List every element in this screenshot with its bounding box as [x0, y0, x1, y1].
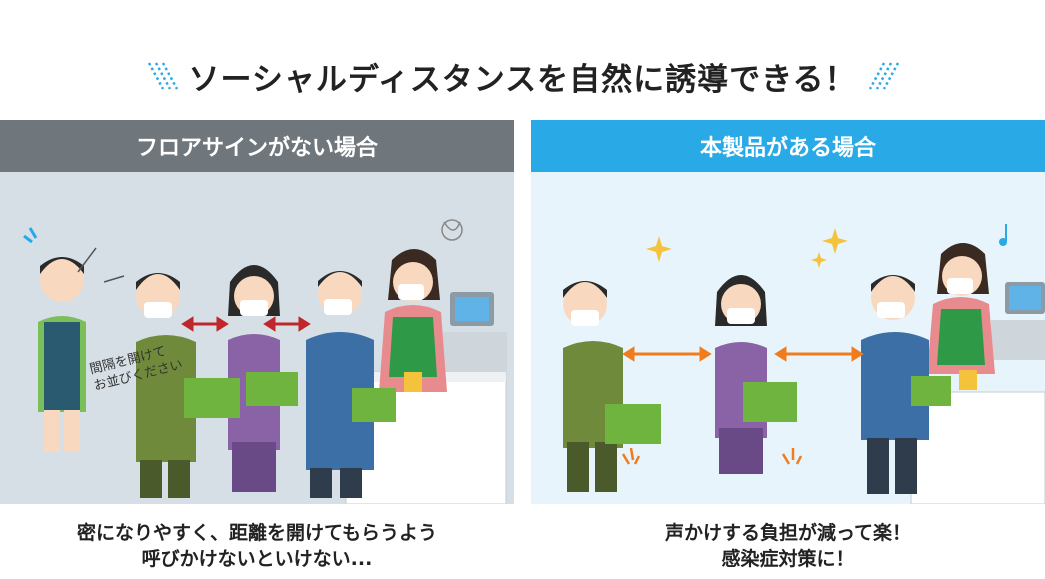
stress-scribble-icon	[441, 219, 463, 241]
left-caption-line-2: 呼びかけないといけない...	[141, 548, 373, 570]
customer-woman-purple	[228, 265, 298, 492]
double-arrow-icon	[181, 316, 229, 332]
customer-man-green	[563, 281, 661, 492]
title-slash-decoration-icon	[869, 62, 900, 90]
title-slash-decoration-icon	[147, 62, 178, 90]
panel-with-floor-sign: 本製品がある場合	[531, 120, 1045, 504]
customer-man-green	[136, 273, 240, 498]
left-caption-line-1: 密になりやすく、距離を開けてもらうよう	[76, 522, 438, 544]
double-arrow-icon	[774, 346, 864, 362]
staff-figure-bowing	[38, 257, 86, 452]
customer-man-blue	[306, 271, 396, 498]
right-caption-line-2: 感染症対策に！	[721, 548, 855, 570]
left-panel-header: フロアサインがない場合	[0, 120, 514, 172]
checkout-counter	[910, 391, 1045, 504]
title-text: ソーシャルディスタンスを自然に誘導できる！	[188, 61, 857, 98]
right-scene-illustration	[531, 172, 1045, 504]
right-caption: 声かけする負担が減って楽！ 感染症対策に！	[531, 520, 1045, 572]
customer-woman-purple	[715, 275, 797, 474]
cashier-figure	[379, 249, 447, 392]
left-caption: 密になりやすく、距離を開けてもらうよう 呼びかけないといけない...	[0, 520, 514, 572]
right-caption-line-1: 声かけする負担が減って楽！	[664, 522, 912, 544]
double-arrow-icon	[622, 346, 712, 362]
double-arrow-icon	[263, 316, 311, 332]
left-scene-illustration: 間隔を開けて お並びください	[0, 172, 514, 504]
music-note-icon	[999, 224, 1007, 246]
customer-man-blue	[861, 275, 951, 494]
right-panel-header: 本製品がある場合	[531, 120, 1045, 172]
cashier-figure	[927, 243, 995, 390]
page-title: ソーシャルディスタンスを自然に誘導できる！	[0, 52, 1045, 100]
sweat-icon	[23, 227, 38, 244]
panel-without-floor-sign: フロアサインがない場合	[0, 120, 514, 504]
motion-mark-icon	[621, 447, 803, 465]
sparkle-icon	[646, 228, 848, 268]
